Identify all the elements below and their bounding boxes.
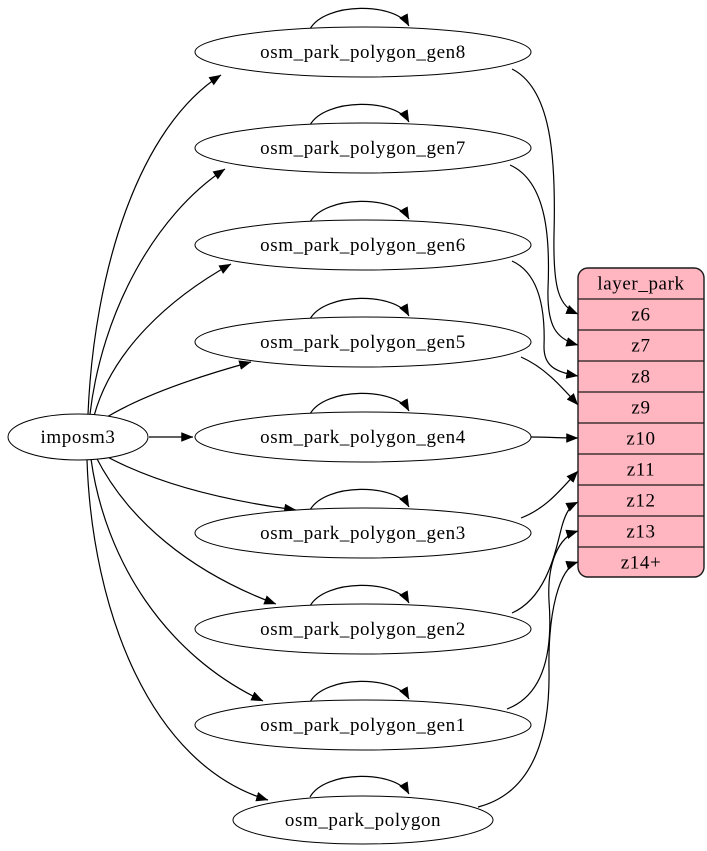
edge-gen6-row-z8	[511, 260, 579, 379]
node-gen2-label: osm_park_polygon_gen2	[260, 619, 466, 640]
node-gen8: osm_park_polygon_gen8	[194, 26, 532, 78]
self-loop-gen2	[309, 584, 410, 607]
zoom-row-z10: z10	[626, 429, 655, 450]
edge-gen3-row-z11	[520, 470, 579, 519]
edge-park-row-z14+	[477, 560, 579, 808]
edge-imposm3-gen3	[101, 453, 297, 514]
node-imposm3-label: imposm3	[41, 427, 116, 448]
edge-gen1-row-z13	[506, 529, 579, 710]
zoom-row-z11: z11	[627, 460, 656, 481]
zoom-row-z14+: z14+	[621, 553, 662, 574]
self-loop-park	[309, 775, 410, 798]
self-loop-gen1	[309, 680, 410, 703]
node-park-label: osm_park_polygon	[285, 810, 441, 831]
edge-imposm3-gen8	[87, 74, 222, 415]
edge-gen2-row-z12	[511, 501, 579, 614]
self-loop-gen6	[309, 200, 410, 223]
node-gen5-shape	[194, 316, 532, 368]
zoom-row-z13: z13	[626, 522, 655, 543]
node-gen2-shape	[194, 603, 532, 655]
self-loop-gen4	[309, 392, 410, 415]
node-gen4: osm_park_polygon_gen4	[194, 411, 532, 463]
node-gen6-label: osm_park_polygon_gen6	[260, 235, 466, 256]
node-gen4-label: osm_park_polygon_gen4	[260, 427, 466, 448]
self-loop-gen8	[309, 7, 410, 30]
nodes-layer: imposm3 osm_park_polygon_gen8 osm_park_pol…	[7, 26, 532, 845]
node-gen3-label: osm_park_polygon_gen3	[260, 523, 466, 544]
node-gen3: osm_park_polygon_gen3	[194, 507, 532, 559]
node-gen1-label: osm_park_polygon_gen1	[260, 715, 466, 736]
edge-imposm3-gen6	[93, 263, 232, 417]
node-gen7-label: osm_park_polygon_gen7	[260, 138, 466, 159]
edge-imposm3-gen5	[101, 360, 252, 421]
zoom-row-z7: z7	[631, 336, 650, 357]
node-gen4-shape	[194, 411, 532, 463]
node-gen8-shape	[194, 26, 532, 78]
node-park: osm_park_polygon	[232, 795, 494, 845]
self-loop-gen5	[309, 297, 410, 320]
edges-layer	[86, 7, 579, 808]
node-imposm3-shape	[7, 413, 149, 461]
node-gen6: osm_park_polygon_gen6	[194, 219, 532, 271]
edge-gen5-row-z9	[520, 356, 579, 406]
layer-table-layer: layer_park z6 z7 z8 z9 z10 z11 z12 z13 z14+	[577, 267, 705, 578]
layer-park-title: layer_park	[597, 274, 684, 295]
self-loop-gen7	[309, 103, 410, 126]
node-gen2: osm_park_polygon_gen2	[194, 603, 532, 655]
node-gen1: osm_park_polygon_gen1	[194, 699, 532, 751]
node-imposm3: imposm3	[7, 413, 149, 461]
node-gen7: osm_park_polygon_gen7	[194, 122, 532, 174]
zoom-row-z12: z12	[626, 491, 655, 512]
zoom-row-z9: z9	[631, 398, 650, 419]
node-gen1-shape	[194, 699, 532, 751]
self-loop-gen3	[309, 488, 410, 511]
node-gen7-shape	[194, 122, 532, 174]
edge-gen7-row-z7	[509, 164, 579, 347]
node-gen5: osm_park_polygon_gen5	[194, 316, 532, 368]
zoom-row-z6: z6	[631, 305, 650, 326]
node-gen5-label: osm_park_polygon_gen5	[260, 332, 466, 353]
edge-imposm3-park	[86, 459, 269, 802]
edge-imposm3-gen2	[95, 456, 277, 605]
node-park-shape	[232, 795, 494, 845]
node-gen6-shape	[194, 219, 532, 271]
node-gen8-label: osm_park_polygon_gen8	[260, 42, 466, 63]
zoom-row-z8: z8	[631, 367, 650, 388]
edge-gen4-row-z10	[530, 433, 579, 443]
node-gen3-shape	[194, 507, 532, 559]
edge-imposm3-gen1	[90, 458, 264, 702]
edge-imposm3-gen7	[89, 168, 226, 415]
edge-gen8-row-z6	[511, 68, 579, 315]
